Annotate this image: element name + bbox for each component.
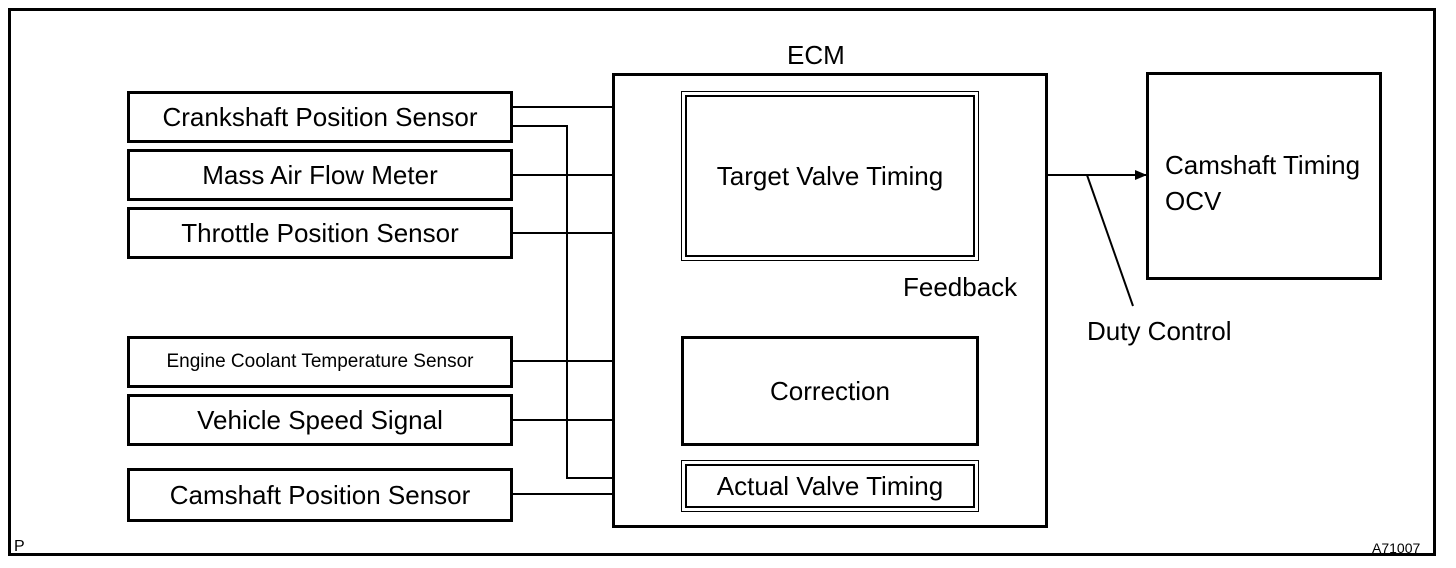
maf-meter-box: Mass Air Flow Meter bbox=[127, 149, 513, 201]
camshaft-sensor-label: Camshaft Position Sensor bbox=[169, 479, 471, 510]
target-valve-timing-block: Target Valve Timing bbox=[681, 91, 979, 261]
coolant-sensor-box: Engine Coolant Temperature Sensor bbox=[127, 336, 513, 388]
diagram-frame bbox=[8, 8, 1436, 556]
ecm-label: ECM bbox=[787, 40, 845, 70]
coolant-sensor-label: Engine Coolant Temperature Sensor bbox=[166, 351, 474, 372]
crankshaft-sensor-box: Crankshaft Position Sensor bbox=[127, 91, 513, 143]
target-valve-timing-inner: Target Valve Timing bbox=[685, 95, 975, 257]
camshaft-timing-ocv-box: Camshaft Timing OCV bbox=[1146, 72, 1382, 280]
throttle-sensor-label: Throttle Position Sensor bbox=[181, 217, 459, 248]
correction-label: Correction bbox=[770, 375, 890, 406]
actual-valve-timing-block: Actual Valve Timing bbox=[681, 460, 979, 512]
figure-code: A71007 bbox=[1372, 540, 1421, 556]
correction-block: Correction bbox=[681, 336, 979, 446]
speed-signal-label: Vehicle Speed Signal bbox=[197, 404, 443, 435]
actual-valve-timing-label: Actual Valve Timing bbox=[716, 470, 944, 501]
speed-signal-box: Vehicle Speed Signal bbox=[127, 394, 513, 446]
feedback-label: Feedback bbox=[903, 272, 1018, 302]
ocv-label-line1: Camshaft Timing bbox=[1165, 150, 1361, 180]
duty-control-label: Duty Control bbox=[1087, 316, 1232, 346]
ocv-label-line2: OCV bbox=[1165, 186, 1222, 216]
duty-control-leader bbox=[1086, 174, 1134, 307]
crankshaft-sensor-label: Crankshaft Position Sensor bbox=[162, 101, 478, 132]
maf-meter-label: Mass Air Flow Meter bbox=[202, 159, 438, 190]
actual-valve-timing-inner: Actual Valve Timing bbox=[685, 464, 975, 508]
target-valve-timing-label: Target Valve Timing bbox=[716, 160, 944, 191]
camshaft-sensor-box: Camshaft Position Sensor bbox=[127, 468, 513, 522]
corner-mark-left: P bbox=[14, 538, 25, 555]
throttle-sensor-box: Throttle Position Sensor bbox=[127, 207, 513, 259]
